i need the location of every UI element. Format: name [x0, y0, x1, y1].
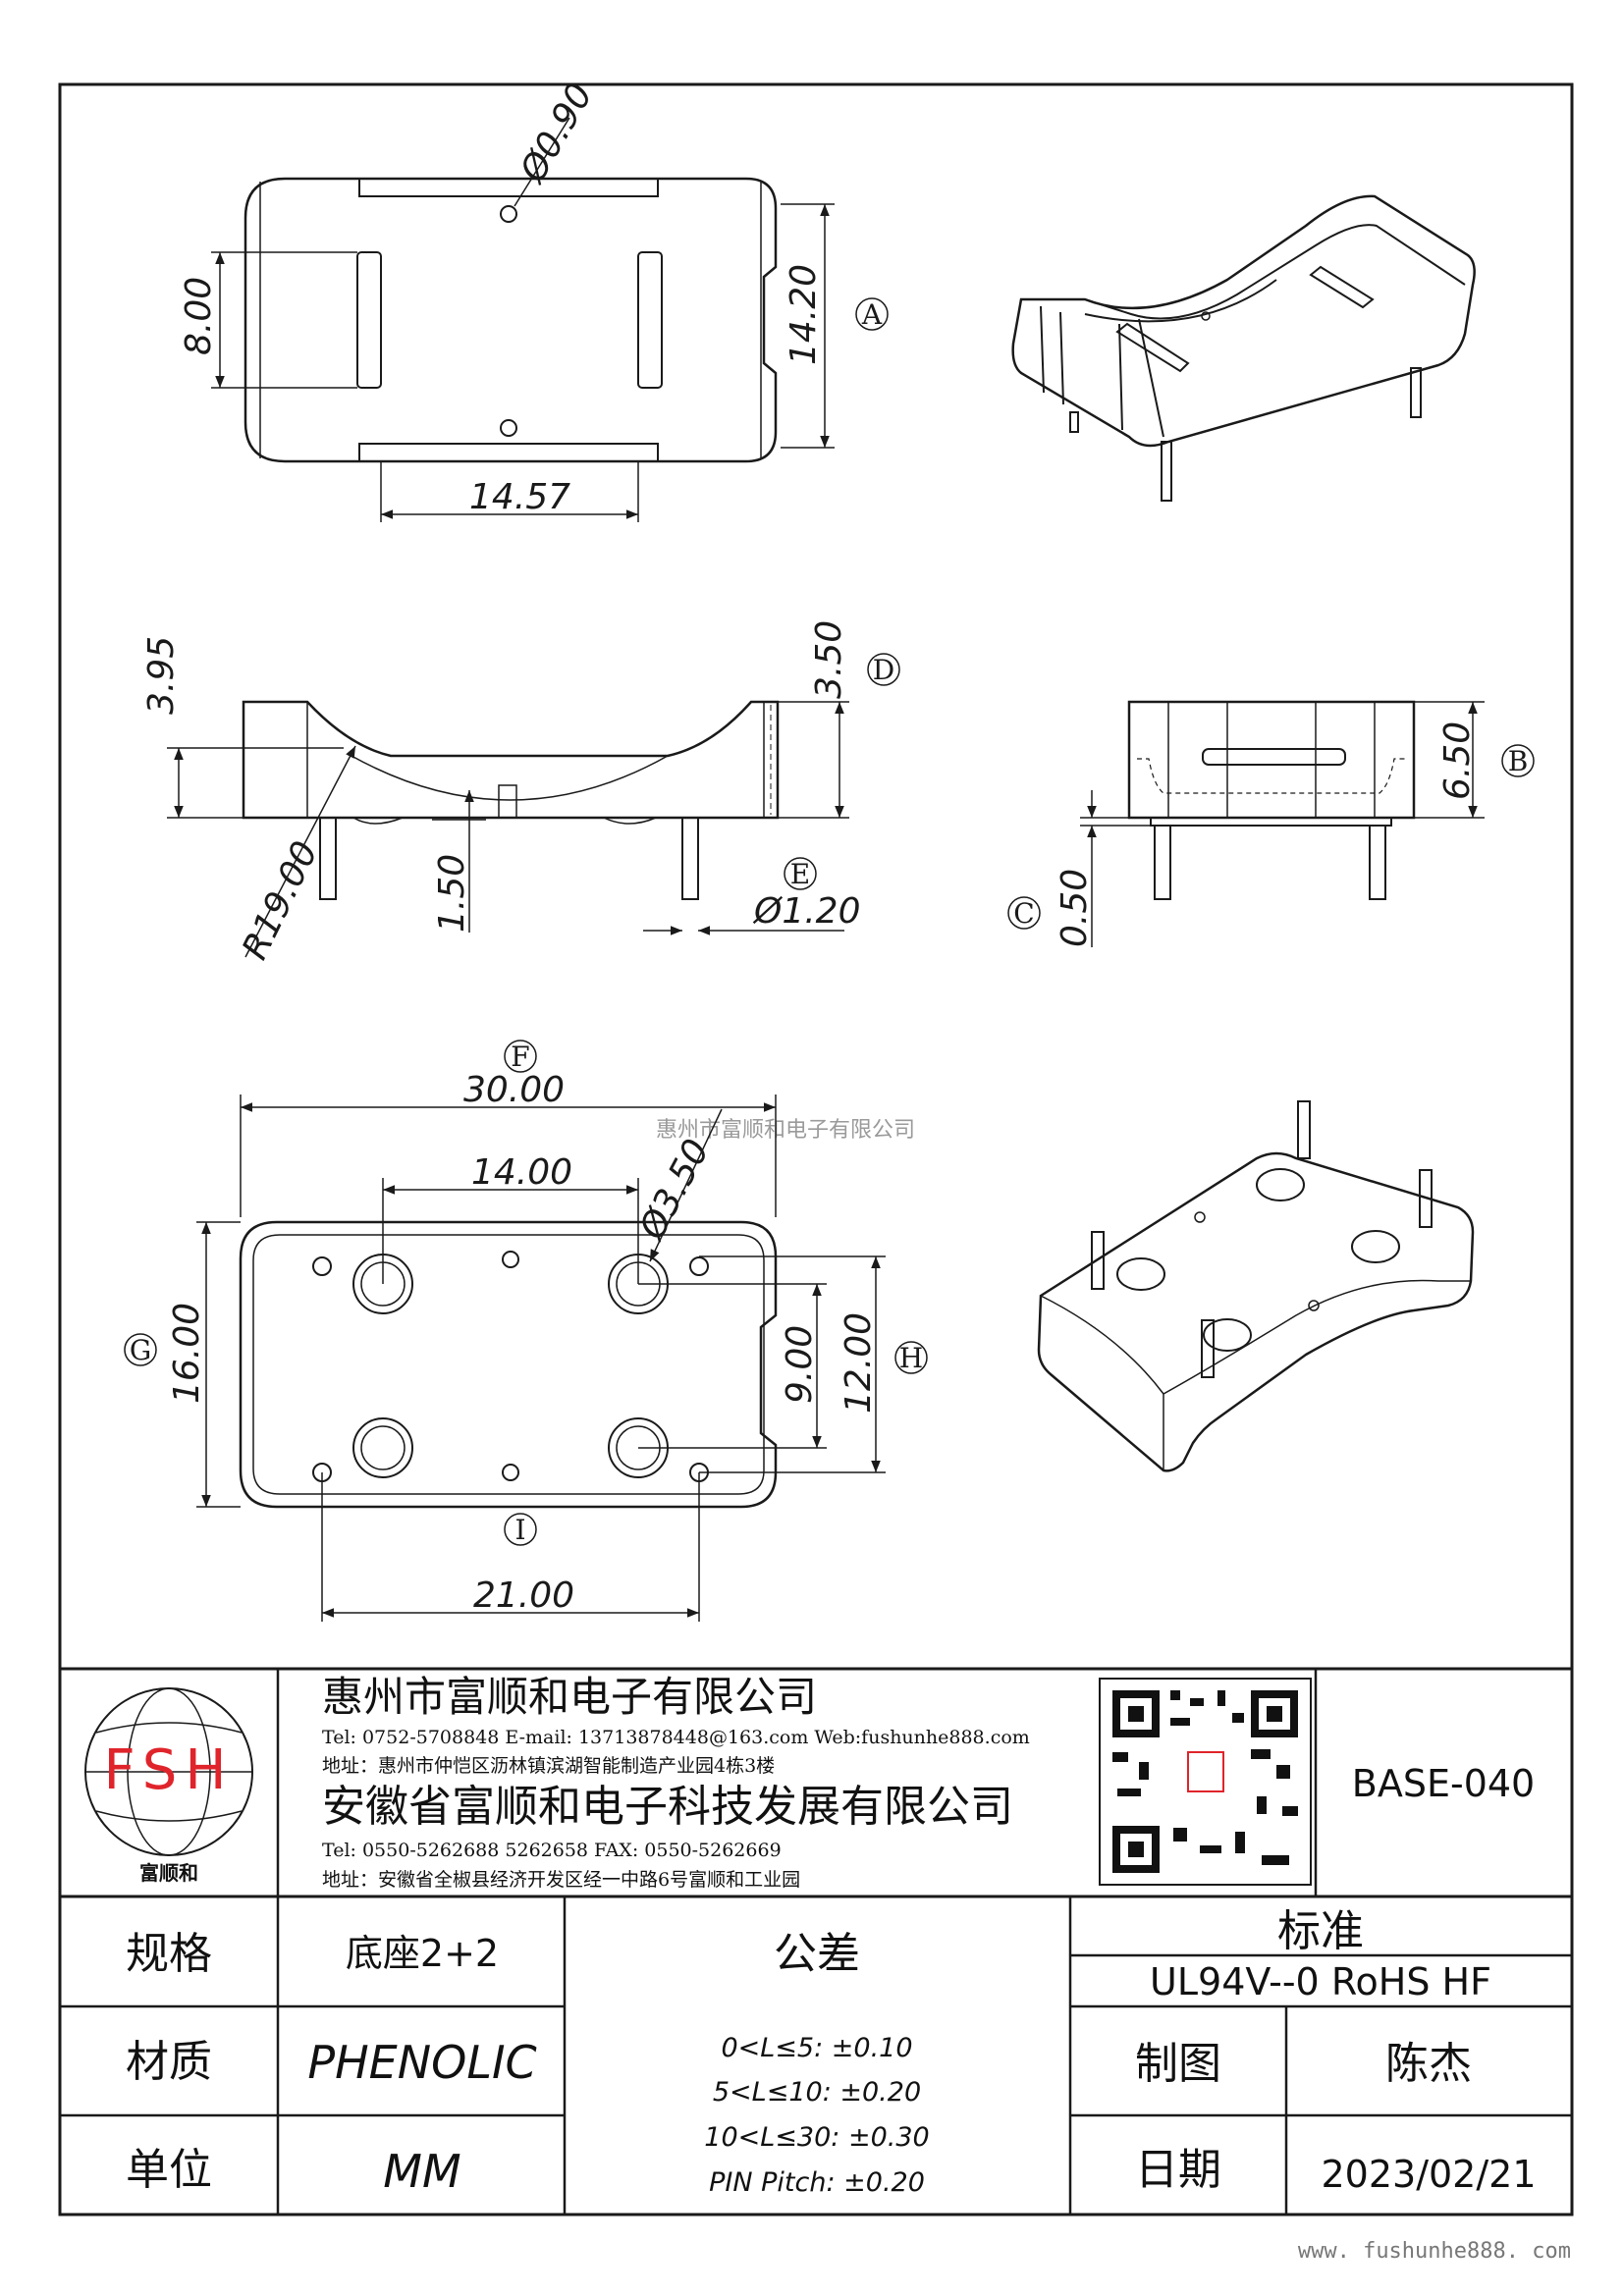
company2-name: 安徽省富顺和电子科技发展有限公司	[322, 1782, 1013, 1832]
dim-end-standoff: 0.50	[1055, 869, 1095, 947]
footer-url: www. fushunhe888. com	[1298, 2239, 1571, 2264]
ref-h: H	[899, 1342, 923, 1374]
ref-f: F	[511, 1041, 529, 1073]
company1-address: 地址：惠州市仲恺区沥林镇滨湖智能制造产业园4栋3楼	[322, 1755, 775, 1777]
ref-b: B	[1508, 745, 1529, 777]
spec-label: 规格	[126, 1929, 212, 1979]
isometric-bottom-view	[1037, 1100, 1475, 1472]
qr-code	[1099, 1678, 1312, 1886]
unit-value: MM	[383, 2145, 460, 2198]
side-view: 3.95 3.50 R19.00 1.50 Ø1.20 D E	[141, 620, 900, 966]
unit-label: 单位	[126, 2145, 212, 2195]
company1-contact: Tel: 0752-5708848 E-mail: 13713878448@16…	[322, 1727, 1030, 1748]
dim-bottom-length: 30.00	[463, 1070, 565, 1110]
drawing-border	[58, 82, 1574, 2216]
ref-e: E	[790, 858, 810, 890]
tolerance-label: 公差	[774, 1929, 860, 1979]
top-view: Ø0.90 8.00 14.20 14.57 A	[179, 77, 889, 522]
date-label: 日期	[1135, 2145, 1221, 2195]
ref-c: C	[1013, 897, 1034, 930]
part-number: BASE-040	[1352, 1762, 1535, 1805]
dim-side-pin-len: 1.50	[432, 854, 472, 933]
company1-name: 惠州市富顺和电子有限公司	[322, 1673, 817, 1721]
dim-side-pin-dia: Ø1.20	[752, 891, 861, 932]
company2-address: 地址：安徽省全椒县经济开发区经一中路6号富顺和工业园	[322, 1869, 800, 1891]
watermark: 惠州市富顺和电子有限公司	[656, 1118, 915, 1143]
ref-g: G	[130, 1334, 151, 1366]
dim-top-height-left: 8.00	[179, 277, 219, 355]
dim-hole-dia: Ø0.90	[512, 77, 601, 190]
logo-text: FSH	[104, 1738, 235, 1802]
dim-side-radius: R19.00	[235, 835, 326, 966]
dim-bottom-pin-span: 21.00	[473, 1575, 574, 1616]
standard-label: 标准	[1277, 1906, 1364, 1956]
material-label: 材质	[126, 2037, 212, 2087]
standard-value: UL94V--0 RoHS HF	[1150, 1960, 1491, 2003]
drawn-value: 陈杰	[1385, 2039, 1472, 2089]
material-value: PHENOLIC	[307, 2036, 536, 2089]
dim-side-left: 3.95	[141, 636, 182, 715]
ref-d: D	[873, 654, 894, 686]
dim-top-height-right: 14.20	[784, 264, 824, 365]
dim-side-right: 3.50	[809, 620, 849, 699]
date-value: 2023/02/21	[1321, 2153, 1536, 2196]
dim-bottom-height: 16.00	[167, 1303, 207, 1404]
end-view: 6.50 0.50 B C	[1007, 700, 1535, 947]
company2-contact: Tel: 0550-5262688 5262658 FAX: 0550-5262…	[322, 1840, 782, 1861]
isometric-top-view	[1011, 194, 1476, 502]
dim-bottom-inner-12: 12.00	[839, 1312, 879, 1414]
title-block: FSH 富顺和 惠州市富顺和电子有限公司 Tel: 0752-5708848 E…	[60, 1667, 1572, 2215]
ref-i: I	[514, 1514, 525, 1546]
tolerance-line-3: 10<L≤30: ±0.30	[704, 2122, 929, 2153]
drawn-label: 制图	[1135, 2039, 1221, 2089]
ref-a: A	[861, 298, 883, 331]
tolerance-line-2: 5<L≤10: ±0.20	[713, 2077, 921, 2108]
dim-bottom-hole: Ø3.50	[631, 1133, 718, 1248]
spec-value: 底座2+2	[346, 1932, 499, 1975]
dim-top-width: 14.57	[469, 477, 570, 517]
tolerance-line-4: PIN Pitch: ±0.20	[709, 2167, 925, 2198]
dim-bottom-pitch: 14.00	[471, 1152, 572, 1193]
dim-bottom-inner-9: 9.00	[780, 1325, 820, 1404]
logo-caption: 富顺和	[139, 1861, 198, 1885]
dim-end-height: 6.50	[1437, 721, 1478, 800]
tolerance-line-1: 0<L≤5: ±0.10	[721, 2033, 912, 2063]
